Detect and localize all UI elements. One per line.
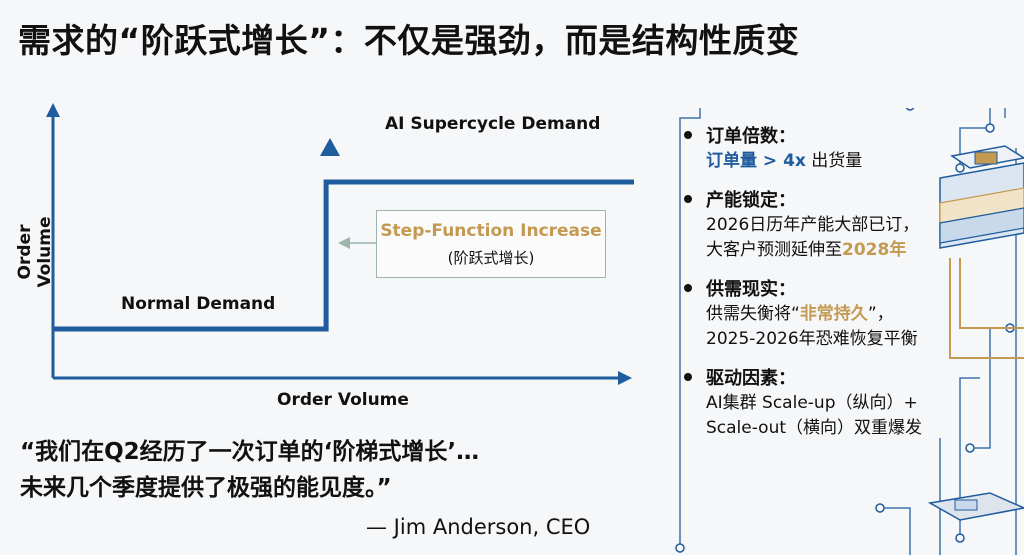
bullet-line: 订单量 > 4x 出货量 [706,149,984,174]
ceo-quote: “我们在Q2经历了一次订单的‘阶梯式增长’… 未来几个季度提供了极强的能见度。” [20,434,479,506]
chip-icon-bottom [927,492,1024,521]
step-chart [46,103,634,385]
quote-attribution: — Jim Anderson, CEO [366,515,591,539]
callout-subtitle: (阶跃式增长) [447,249,535,267]
list-item: 产能锁定： 2026日历年产能大部已订， 大客户预测延伸至2028年 [684,188,984,263]
bullet-heading: 驱动因素： [706,368,796,389]
series-label-normal: Normal Demand [121,294,276,314]
list-item: 供需现实： 供需失衡将“非常持久”， 2025-2026年恐难恢复平衡 [684,277,984,352]
bullet-line: 大客户预测延伸至2028年 [706,238,984,263]
bullet-icon [684,131,692,139]
bullet-text: 出货量 [805,151,863,171]
bullet-line: AI集群 Scale-up（纵向）+ [706,393,918,413]
bullet-heading: 供需现实： [706,279,796,300]
page-title: 需求的“阶跃式增长”：不仅是强劲，而是结构性质变 [18,21,800,60]
callout-title: Step-Function Increase [380,221,602,241]
y-axis-arrow [46,103,60,117]
bullet-line: 2026日历年产能大部已订， [706,215,920,235]
bullet-line: 2025-2026年恐难恢复平衡 [706,329,918,349]
x-axis-arrow [618,371,632,385]
bullet-highlight: 非常持久 [799,304,868,324]
bullet-line: 供需失衡将“非常持久”， [706,302,984,327]
bullet-text: 大客户预测延伸至 [706,240,842,260]
step-arrow-head [320,138,340,156]
callout-pointer-head [338,237,350,249]
list-item: 驱动因素： AI集群 Scale-up（纵向）+ Scale-out（横向）双重… [684,366,984,441]
bullet-heading: 产能锁定： [706,190,796,211]
series-line-demand [53,179,634,332]
bullet-highlight: 订单量 > 4x [706,151,806,171]
step-function-callout: Step-Function Increase (阶跃式增长) [376,210,606,278]
y-axis-label: Order Volume [15,216,55,288]
bullet-icon [684,195,692,203]
series-label-ai: AI Supercycle Demand [385,114,601,134]
bullet-icon [684,373,692,381]
bullet-heading: 订单倍数： [706,126,796,147]
list-item: 订单倍数： 订单量 > 4x 出货量 [684,124,984,174]
chip-stack-icon [939,145,1024,249]
x-axis-label: Order Volume [277,390,409,410]
circuit-decoration [675,108,1024,555]
bullet-text: 供需失衡将“ [706,304,800,324]
bullet-highlight: 2028年 [842,240,907,260]
quote-line-1: “我们在Q2经历了一次订单的‘阶梯式增长’… [20,439,480,465]
bullet-icon [684,284,692,292]
bullet-text: ”， [867,304,894,324]
bullet-line: Scale-out（横向）双重爆发 [706,418,923,438]
quote-line-2: 未来几个季度提供了极强的能见度。” [20,475,392,501]
key-points-list: 订单倍数： 订单量 > 4x 出货量 产能锁定： 2026日历年产能大部已订， … [684,124,984,455]
